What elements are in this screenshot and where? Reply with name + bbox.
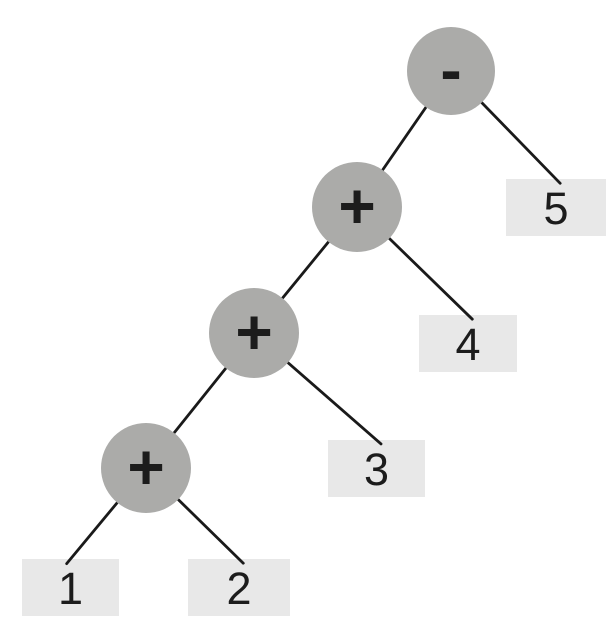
operator-circle: [407, 27, 495, 115]
operand-box: [328, 440, 425, 497]
operator-node-op-plus-middle: +: [209, 288, 299, 378]
operand-label: 5: [543, 183, 568, 234]
operand-box: [419, 315, 517, 372]
operators-layer: -+++: [101, 27, 495, 513]
operator-circle: [312, 162, 402, 252]
operand-label: 1: [58, 563, 83, 614]
operator-circle: [101, 423, 191, 513]
operator-node-op-plus-outer: +: [312, 162, 402, 252]
operator-node-op-minus: -: [407, 27, 495, 115]
operand-node-4: 4: [419, 315, 517, 372]
operator-label: +: [127, 431, 164, 503]
operator-label: +: [338, 170, 375, 242]
operand-box: [506, 179, 606, 236]
operand-node-2: 2: [188, 559, 290, 616]
operator-label: +: [235, 296, 272, 368]
operand-box: [22, 559, 119, 616]
leaves-layer: 5 4 3 2 1: [22, 179, 606, 616]
operand-node-1: 1: [22, 559, 119, 616]
operand-label: 4: [455, 319, 480, 370]
operand-node-5: 5: [506, 179, 606, 236]
operator-node-op-plus-inner: +: [101, 423, 191, 513]
operand-label: 2: [226, 563, 251, 614]
operand-node-3: 3: [328, 440, 425, 497]
operator-label: -: [440, 34, 461, 106]
operand-box: [188, 559, 290, 616]
operand-label: 3: [364, 444, 389, 495]
operator-circle: [209, 288, 299, 378]
